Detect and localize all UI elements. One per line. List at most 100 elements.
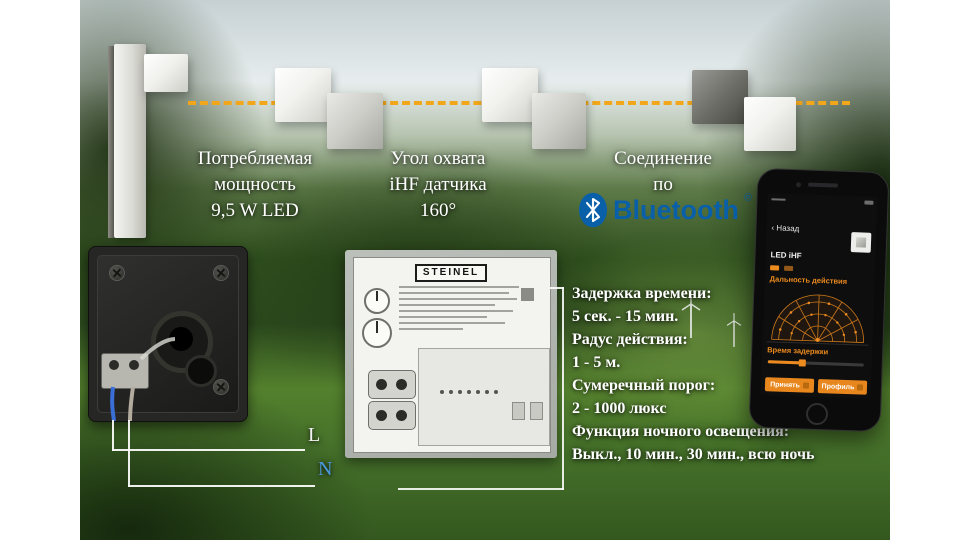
spec-line: Функция ночного освещения: — [572, 423, 790, 440]
module-pad — [530, 402, 543, 420]
wire-neutral-horizontal — [128, 485, 315, 487]
feature-power-line3: 9,5 W LED — [211, 200, 299, 221]
wire-neutral-vertical — [128, 420, 130, 487]
range-radar-chart — [771, 294, 864, 343]
fine-print-line — [399, 304, 495, 306]
feature-angle-line2: iHF датчика — [389, 174, 487, 195]
status-bar — [771, 196, 874, 206]
screw — [109, 265, 125, 281]
home-button[interactable] — [805, 402, 829, 426]
app-back-label: Назад — [776, 223, 800, 234]
terminal-hole — [129, 360, 139, 370]
fine-print-line — [399, 298, 517, 300]
cube-lamp — [532, 93, 586, 149]
terminal-hole — [109, 360, 119, 370]
module-lower-inset — [418, 348, 550, 446]
spec-line: 5 сек. - 15 мин. — [572, 308, 679, 325]
module-brand-area: STEINEL — [353, 262, 549, 282]
spec-line: Задержка времени: — [572, 285, 712, 302]
spec-line: Выкл., 10 мин., 30 мин., всю ночь — [572, 446, 815, 463]
bollard-luminaire — [104, 44, 194, 240]
feature-angle-line3: 160° — [419, 200, 457, 221]
module-pad — [512, 402, 525, 420]
spec-line: Сумеречный порог: — [572, 377, 716, 394]
download-icon — [802, 382, 809, 389]
spec-list: Задержка времени: 5 сек. - 15 мин. Радус… — [572, 282, 814, 466]
apply-button[interactable]: Принять — [764, 377, 815, 393]
pin-row — [440, 390, 504, 396]
slider-handle[interactable] — [798, 359, 806, 367]
delay-slider[interactable] — [767, 357, 864, 368]
connector-hole — [396, 379, 407, 390]
connector-hole — [376, 410, 387, 421]
signal-dots — [771, 198, 786, 201]
smartphone: ‹ Назад LED iHF Дальность действия — [748, 167, 890, 433]
registered-mark: ® — [743, 192, 753, 204]
apply-button-label: Принять — [770, 380, 800, 389]
bollard-column — [114, 44, 146, 238]
wind-turbine — [726, 313, 742, 347]
wires — [110, 337, 176, 421]
chevron-left-icon: ‹ — [771, 223, 775, 233]
feature-power-line2: мощность — [214, 174, 296, 195]
steinel-logo: STEINEL — [414, 264, 488, 282]
bluetooth-lockup: Bluetooth ® — [550, 192, 780, 228]
bollard-pole-edge — [108, 46, 114, 238]
device-name-label: LED iHF — [770, 250, 802, 261]
app-section-icons — [770, 265, 830, 273]
app-back-button[interactable]: ‹ Назад — [771, 223, 799, 233]
cable-gland-small — [185, 355, 217, 387]
profile-button[interactable]: Профиль — [817, 379, 868, 395]
feature-angle-line1: Угол охвата — [390, 148, 486, 169]
wind-turbine — [681, 294, 701, 338]
feature-bluetooth: Соединение по — [568, 146, 758, 198]
profile-button-label: Профиль — [821, 382, 855, 391]
wire-live-horizontal — [112, 449, 305, 451]
background-photo: Потребляемая мощность 9,5 W LED Угол охв… — [80, 0, 890, 540]
connector-hole — [396, 410, 407, 421]
device-thumbnail — [850, 232, 872, 253]
fine-print-line — [399, 286, 519, 288]
cube-lamp — [482, 68, 538, 122]
slider-fill — [767, 360, 802, 365]
feature-power: Потребляемая мощность 9,5 W LED — [160, 146, 350, 224]
thumbnail-cube — [855, 237, 867, 248]
spec-line: 1 - 5 м. — [572, 354, 621, 371]
feature-sensor-angle: Угол охвата iHF датчика 160° — [348, 146, 528, 224]
bollard-head-cube — [144, 54, 188, 92]
screw — [213, 379, 229, 395]
bluetooth-icon — [578, 192, 607, 228]
leader-line-top — [550, 287, 564, 289]
luminaire-back-panel — [88, 246, 248, 422]
spec-line: 2 - 1000 люкс — [572, 400, 667, 417]
phone-speaker — [807, 182, 839, 188]
fine-print-line — [399, 316, 487, 318]
label-neutral-N: N — [318, 458, 333, 480]
connector-hole — [376, 379, 387, 390]
cube-lamp — [744, 97, 796, 151]
connector-block — [368, 401, 416, 430]
driver-module: STEINEL — [345, 250, 557, 458]
connector-block — [368, 370, 416, 399]
module-fine-print — [399, 286, 525, 334]
delay-section-title: Время задержки — [767, 345, 829, 357]
fine-print-line — [399, 310, 513, 312]
cube-lamp — [327, 93, 383, 149]
screw — [213, 265, 229, 281]
cube-lamp — [275, 68, 331, 122]
feature-bluetooth-line2: по — [653, 174, 673, 195]
wire-live-vertical — [112, 420, 114, 451]
leader-line-vertical — [562, 287, 564, 490]
phone-camera — [795, 182, 802, 188]
range-section-title: Дальность действия — [769, 274, 848, 286]
spec-line: Радус действия: — [572, 331, 688, 348]
label-live-L: L — [308, 424, 321, 446]
cube-lamp-anthracite — [692, 70, 748, 124]
feature-power-line1: Потребляемая — [197, 148, 313, 169]
phone-screen: ‹ Назад LED iHF Дальность действия — [760, 193, 878, 399]
fine-print-line — [399, 322, 505, 324]
feature-bluetooth-line1: Соединение — [614, 148, 712, 169]
menu-icon — [857, 384, 864, 391]
leader-line-bottom — [398, 488, 564, 490]
